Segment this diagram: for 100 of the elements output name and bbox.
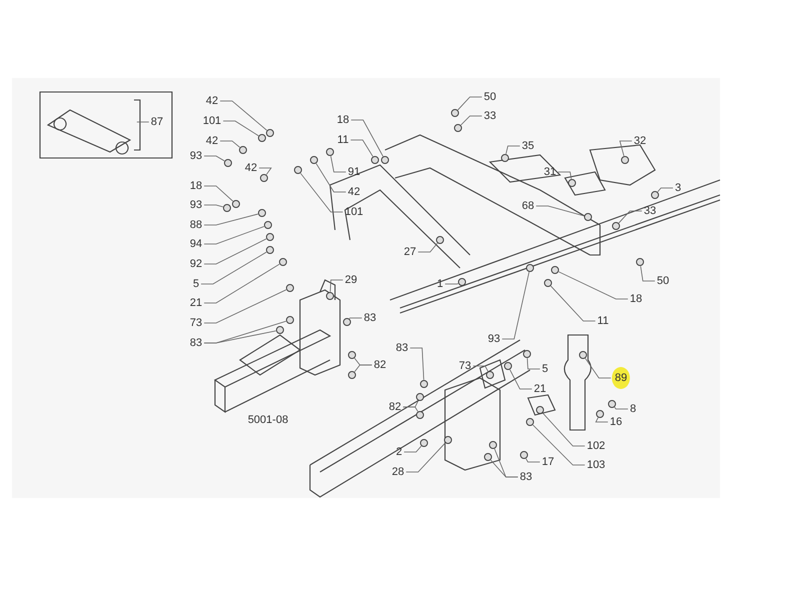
leader-line [204, 289, 287, 324]
callout-number: 42 [204, 135, 220, 147]
fastener-drawing [596, 410, 604, 418]
leader-line [204, 214, 258, 226]
fastener-drawing [579, 351, 587, 359]
leader-line [204, 186, 234, 202]
leader-line [472, 366, 488, 372]
callout-number: 83 [394, 342, 410, 354]
callout-number: 17 [540, 456, 556, 468]
fastener-drawing [264, 221, 272, 229]
callout-number: 50 [656, 275, 670, 287]
leader-line [404, 446, 422, 452]
fastener-drawing [224, 159, 232, 167]
leader-line [204, 330, 276, 344]
fastener-drawing [612, 222, 620, 230]
leader-line [657, 188, 674, 192]
leader-line [406, 442, 446, 472]
callout-number: 16 [608, 416, 624, 428]
leader-line [502, 272, 530, 340]
fastener-drawing [636, 258, 644, 266]
leader-line [204, 238, 267, 264]
fastener-drawing [266, 233, 274, 241]
fastener-drawing [501, 154, 509, 162]
fastener-drawing [526, 418, 534, 426]
fastener-drawing [486, 371, 494, 379]
leader-line [558, 271, 628, 300]
fastener-drawing [286, 316, 294, 324]
leader-line [258, 168, 272, 175]
fastener-drawing [258, 134, 266, 142]
fastener-drawing [260, 174, 268, 182]
fastener-drawing [489, 441, 497, 449]
fastener-drawing [536, 406, 544, 414]
drawing-number: 5001-08 [246, 414, 290, 426]
fastener-drawing [294, 166, 302, 174]
callout-number: 5 [192, 278, 200, 290]
leader-line [558, 172, 572, 180]
fastener-drawing [348, 351, 356, 359]
fastener-drawing [454, 124, 462, 132]
fastener-drawing [326, 292, 334, 300]
callout-number: 93 [188, 150, 204, 162]
leader-line [220, 100, 268, 131]
callout-number: 35 [520, 140, 536, 152]
fastener-drawing [520, 451, 528, 459]
fastener-drawing [286, 284, 294, 292]
fastener-drawing [621, 156, 629, 164]
fastener-drawing [436, 236, 444, 244]
callout-number: 29 [344, 274, 358, 286]
callout-number: 31 [542, 166, 558, 178]
leader-line [200, 252, 267, 284]
callout-number: 18 [188, 180, 204, 192]
fastener-drawing [544, 279, 552, 287]
fastener-drawing [371, 156, 379, 164]
callout-number: 88 [188, 219, 204, 231]
callout-number: 83 [362, 312, 378, 324]
fastener-drawing [279, 258, 287, 266]
fastener-drawing [326, 148, 334, 156]
callout-number: 92 [188, 258, 204, 270]
fastener-drawing [444, 436, 452, 444]
callout-number: 93 [486, 333, 502, 345]
fastener-drawing [232, 200, 240, 208]
leader-line [542, 412, 586, 446]
leader-line [222, 120, 259, 136]
leader-line [204, 156, 225, 162]
leader-line [510, 369, 532, 390]
leader-line [614, 406, 628, 410]
callout-number: 18 [336, 114, 350, 126]
leader-line [444, 283, 458, 284]
callout-number: 11 [336, 134, 350, 146]
callout-number: 21 [188, 297, 204, 309]
callout-number: 5 [540, 363, 550, 375]
leader-line [490, 460, 518, 478]
callout-number: 68 [520, 200, 536, 212]
callout-number: 102 [586, 440, 606, 452]
leader-line [506, 146, 520, 154]
fastener-drawing [416, 393, 424, 401]
fastener-drawing [651, 191, 659, 199]
callout-number: 18 [628, 293, 644, 305]
leader-line [316, 163, 346, 192]
callout-number: 101 [202, 115, 222, 127]
leader-line [349, 318, 362, 319]
fastener-drawing [584, 213, 592, 221]
callout-number: 3 [674, 182, 682, 194]
callout-number: 82 [388, 401, 402, 413]
leader-line [350, 120, 384, 157]
fastener-drawing [343, 318, 351, 326]
callout-number: 73 [458, 360, 472, 372]
fastener-drawing [266, 246, 274, 254]
fastener-drawing [381, 156, 389, 164]
fastener-drawing [504, 362, 512, 370]
leader-line [532, 424, 586, 466]
leader-line [220, 140, 240, 148]
fastener-drawing [551, 266, 559, 274]
callout-number: 50 [482, 91, 498, 103]
fastener-drawing [608, 400, 616, 408]
leader-line [457, 96, 482, 110]
leader-line [410, 348, 424, 380]
callout-number: 21 [532, 383, 548, 395]
callout-number: 94 [188, 238, 204, 250]
fastener-drawing [223, 204, 231, 212]
callout-number: 33 [482, 110, 498, 122]
